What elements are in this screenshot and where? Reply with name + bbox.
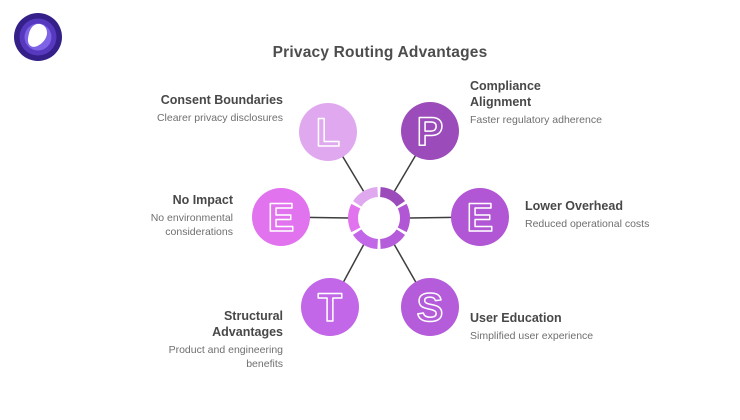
node-letter-l: L: [316, 111, 340, 155]
node-description: Reduced operational costs: [525, 218, 650, 230]
node-description: Simplified user experience: [470, 330, 594, 342]
node-circle-l: [299, 103, 357, 161]
node-circle-t: [301, 278, 359, 336]
ring-segment-t: [353, 229, 378, 249]
node-title: Structural Advantages: [212, 309, 283, 339]
label-structural-advantages: Structural Advantages Product and engine…: [103, 308, 283, 371]
ring-segment-e-left: [347, 203, 361, 233]
node-letter-e-left: E: [268, 196, 295, 240]
diagram-title: Privacy Routing Advantages: [272, 44, 488, 61]
node-circle-e-left: [252, 188, 310, 246]
node-title: Consent Boundaries: [160, 93, 283, 107]
node-letter-t: T: [318, 286, 342, 330]
label-consent-boundaries: Consent Boundaries Clearer privacy discl…: [103, 92, 283, 126]
node-circle-p: [401, 102, 459, 160]
node-title: No Impact: [172, 193, 233, 207]
label-user-education: User Education Simplified user experienc…: [470, 310, 650, 344]
node-letter-p: P: [417, 110, 444, 154]
logo-pick-icon: [27, 23, 48, 47]
node-description: No environmental considerations: [150, 212, 233, 238]
node-circle-s: [401, 278, 459, 336]
node-description: Faster regulatory adherence: [470, 114, 602, 126]
node-circle-e-right: [451, 188, 509, 246]
ring-segment-l: [353, 187, 378, 207]
node-letter-s: S: [417, 286, 444, 330]
ring-segment-s: [380, 229, 405, 249]
label-no-impact: No Impact No environmental consideration…: [73, 192, 233, 239]
node-title: Compliance Alignment: [470, 79, 541, 109]
brand-logo: [14, 13, 62, 61]
label-lower-overhead: Lower Overhead Reduced operational costs: [525, 198, 705, 232]
ring-segment-e-right: [397, 203, 410, 233]
node-letter-e-right: E: [467, 196, 494, 240]
node-description: Product and engineering benefits: [168, 344, 283, 370]
node-title: User Education: [470, 311, 562, 325]
node-description: Clearer privacy disclosures: [156, 112, 283, 124]
label-compliance-alignment: Compliance Alignment Faster regulatory a…: [470, 78, 650, 128]
ring-segment-p: [380, 187, 405, 207]
node-title: Lower Overhead: [525, 199, 623, 213]
